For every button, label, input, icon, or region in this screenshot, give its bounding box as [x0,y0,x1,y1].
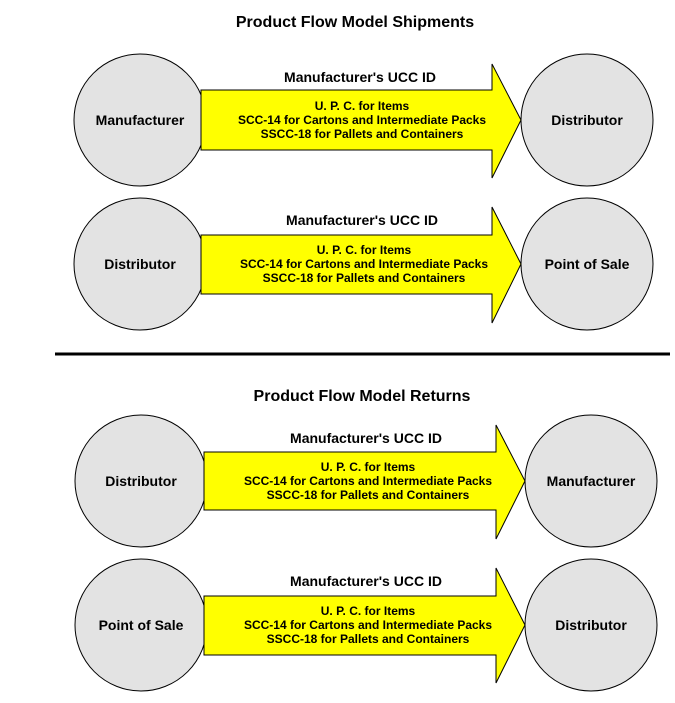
flow-id-label: Manufacturer's UCC ID [290,573,442,589]
target-node-label: Point of Sale [545,256,630,272]
section-title-returns: Product Flow Model Returns [254,388,471,405]
target-node-label: Distributor [555,617,627,633]
flow-arrow-icon [203,567,526,684]
flow-arrow-icon [200,63,522,179]
flow-code-line: SCC-14 for Cartons and Intermediate Pack… [238,113,486,127]
flow-code-line: U. P. C. for Items [317,243,412,257]
flow-id-label: Manufacturer's UCC ID [290,430,442,446]
flow-code-line: U. P. C. for Items [321,604,416,618]
flow-arrow-icon [200,206,522,324]
flow-code-line: SCC-14 for Cartons and Intermediate Pack… [244,474,492,488]
flow-code-line: SCC-14 for Cartons and Intermediate Pack… [244,618,492,632]
target-node-label: Manufacturer [547,473,636,489]
flow-arrow-icon [203,424,526,540]
flow-code-line: SSCC-18 for Pallets and Containers [267,632,470,646]
flow-code-line: SSCC-18 for Pallets and Containers [261,127,464,141]
flow-code-line: SCC-14 for Cartons and Intermediate Pack… [240,257,488,271]
flow-code-line: U. P. C. for Items [315,99,410,113]
source-node-label: Distributor [104,256,176,272]
flow-code-line: SSCC-18 for Pallets and Containers [263,271,466,285]
source-node-label: Point of Sale [99,617,184,633]
flow-code-line: U. P. C. for Items [321,460,416,474]
flow-id-label: Manufacturer's UCC ID [284,69,436,85]
target-node-label: Distributor [551,112,623,128]
source-node-label: Manufacturer [96,112,185,128]
section-title-shipments: Product Flow Model Shipments [236,14,474,31]
flow-code-line: SSCC-18 for Pallets and Containers [267,488,470,502]
flow-id-label: Manufacturer's UCC ID [286,212,438,228]
source-node-label: Distributor [105,473,177,489]
